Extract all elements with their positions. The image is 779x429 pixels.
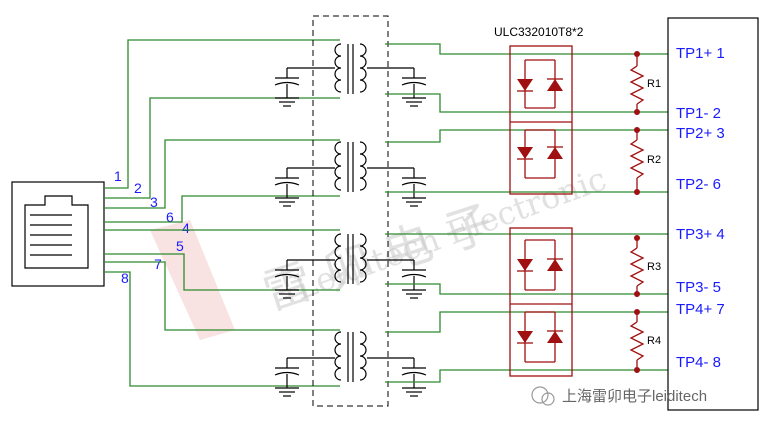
pin-label: 5	[176, 238, 184, 254]
tp-labels: TP1+ 1 TP1- 2 TP2+ 3 TP2- 6 TP3+ 4 TP3- …	[676, 45, 725, 371]
magnetics-box	[312, 15, 389, 407]
chip-label: ULC332010T8*2	[494, 25, 584, 39]
termination-resistors: R1 R2 R3 R4	[629, 51, 661, 373]
tp-label: TP3- 5	[676, 279, 721, 296]
resistor-r3	[629, 235, 645, 297]
pin-label: 4	[182, 220, 190, 236]
tvs-array-2	[509, 227, 573, 377]
tp-label: TP4- 8	[676, 354, 721, 371]
tvs-array-1	[509, 45, 573, 195]
tp-label: TP1+ 1	[676, 45, 725, 62]
tp-label: TP2- 6	[676, 176, 721, 193]
resistor-label: R4	[647, 335, 661, 347]
rj45-pin-labels: 1 2 3 6 4 5 7 8	[114, 168, 190, 286]
pin-label: 3	[150, 194, 158, 210]
footer-text: 上海雷卯电子leiditech	[562, 388, 707, 405]
center-tap-capacitors	[274, 67, 427, 397]
transformer-2	[334, 141, 367, 192]
pin-label: 8	[121, 270, 129, 286]
resistor-r4	[629, 309, 645, 373]
line-side-wires	[104, 39, 340, 387]
pin-label: 7	[154, 256, 162, 272]
tp-label: TP1- 2	[676, 105, 721, 122]
rj45-connector	[11, 181, 105, 287]
pin-label: 2	[134, 180, 142, 196]
tp-label: TP2+ 3	[676, 125, 725, 142]
transformers	[334, 43, 367, 382]
transformer-3	[334, 233, 367, 284]
watermark-logo	[150, 220, 235, 340]
tp-label: TP3+ 4	[676, 226, 725, 243]
pin-label: 6	[166, 209, 174, 225]
phy-box	[667, 17, 759, 411]
pin-label: 1	[114, 168, 122, 184]
resistor-r1	[629, 51, 645, 115]
transformer-4	[334, 331, 367, 382]
transformer-1	[334, 43, 367, 94]
resistor-label: R3	[647, 261, 661, 273]
tp-label: TP4+ 7	[676, 301, 725, 318]
wechat-icon	[531, 386, 549, 404]
resistor-label: R2	[647, 154, 661, 166]
resistor-r2	[629, 127, 645, 195]
watermark: 雷 卯 电 子 Leiditech Electronic	[150, 160, 611, 340]
footer-branding: 上海雷卯电子leiditech	[531, 386, 707, 406]
resistor-label: R1	[647, 78, 661, 90]
